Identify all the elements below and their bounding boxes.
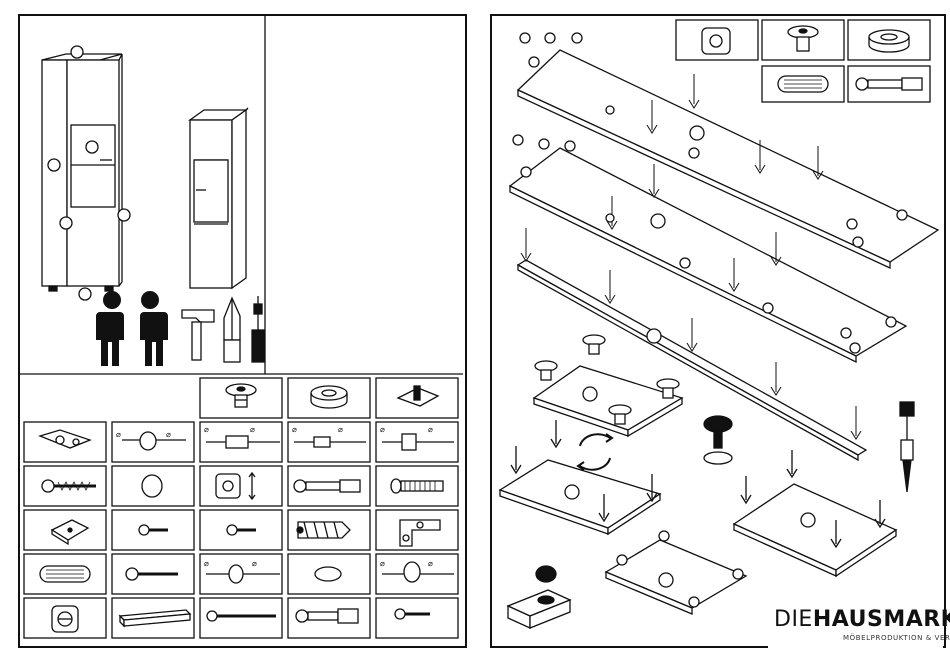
cam-bolt-top-icon xyxy=(226,384,256,407)
cam-lock-disc-icon xyxy=(311,386,347,408)
barrel-nut-icon: ⌀ ⌀ xyxy=(204,425,280,448)
two-persons-icon xyxy=(92,291,168,366)
threaded-bolt-icon xyxy=(391,479,443,493)
long-threaded-screw-icon xyxy=(207,611,276,621)
shelf-pin-icon: ⌀ ⌀ xyxy=(380,425,454,450)
hinge-icon xyxy=(40,430,90,448)
cabinet-front-view xyxy=(42,46,130,300)
screwdriver-icon xyxy=(252,296,264,362)
long-screw-icon xyxy=(42,480,96,492)
wooden-strip-icon xyxy=(120,610,190,626)
hammer-icon xyxy=(182,310,214,360)
short-screw-icon-b xyxy=(227,525,256,535)
screw-detail-icon xyxy=(900,402,914,492)
svg-text:⌀: ⌀ xyxy=(292,425,297,434)
cam-housing-icon xyxy=(216,473,255,499)
pin-dimension-icon: ⌀ ⌀ xyxy=(292,425,366,447)
brand-name-bold: HAUSMARKE xyxy=(813,607,950,632)
base-panel-bottom xyxy=(606,531,746,614)
shelf-support-icon: ⌀ ⌀ xyxy=(380,559,454,582)
parts-grid xyxy=(24,378,458,638)
wedge-block-icon xyxy=(52,520,88,544)
svg-text:⌀: ⌀ xyxy=(250,425,255,434)
knob-icon xyxy=(704,416,732,464)
brand-logo: DIEHAUSMARKE MÖBELPRODUKTION & VERTRIEB xyxy=(768,605,943,651)
svg-text:⌀: ⌀ xyxy=(338,425,343,434)
connecting-bolt-icon xyxy=(294,480,360,492)
wood-screw-icon xyxy=(126,568,178,580)
cam-lock-housing-icon xyxy=(52,606,78,632)
knife-icon xyxy=(224,298,240,362)
cam-lock-detail-icon xyxy=(508,566,570,628)
cabinet-side-view xyxy=(190,108,248,288)
svg-text:⌀: ⌀ xyxy=(428,425,433,434)
svg-text:⌀: ⌀ xyxy=(204,559,209,568)
wall-anchor-icon xyxy=(297,522,350,538)
small-screw-icon xyxy=(395,609,430,619)
legend-parts xyxy=(676,20,930,102)
svg-text:⌀: ⌀ xyxy=(428,559,433,568)
brand-name-light: DIE xyxy=(774,607,813,632)
base-panel-right xyxy=(734,450,896,576)
cap-cover-icon xyxy=(142,475,162,497)
short-screw-icon-a xyxy=(139,525,168,535)
wall-bracket-icon xyxy=(400,520,440,546)
svg-text:⌀: ⌀ xyxy=(380,559,385,568)
brand-tagline: MÖBELPRODUKTION & VERTRIEB xyxy=(843,634,950,642)
bracket-top-icon xyxy=(398,386,438,406)
dome-cap-icon xyxy=(315,567,341,581)
rotate-arrows-icon xyxy=(578,434,612,470)
svg-text:⌀: ⌀ xyxy=(116,430,121,439)
dowel-dimension-icon: ⌀ ⌀ xyxy=(116,430,186,450)
bolt-with-sleeve-icon xyxy=(296,609,358,623)
svg-text:⌀: ⌀ xyxy=(252,559,257,568)
brand-name: DIEHAUSMARKE xyxy=(774,607,950,632)
base-panel-left xyxy=(500,420,660,534)
svg-text:⌀: ⌀ xyxy=(166,430,171,439)
dowel-pin-icon xyxy=(40,566,90,582)
svg-text:⌀: ⌀ xyxy=(204,425,209,434)
svg-text:⌀: ⌀ xyxy=(380,425,385,434)
dowel-dimension-icon-b: ⌀ ⌀ xyxy=(204,559,280,583)
